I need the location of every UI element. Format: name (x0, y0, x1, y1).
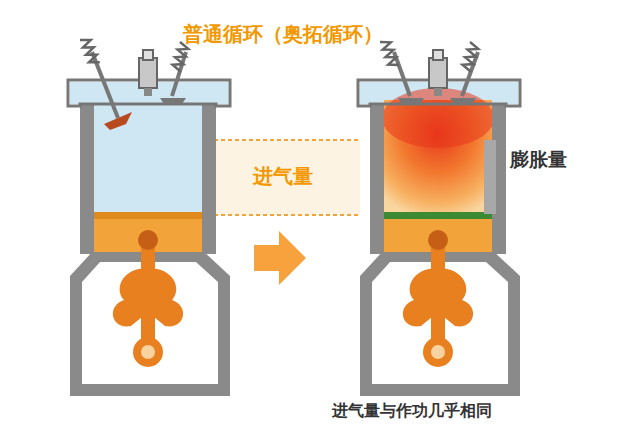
expansion-label: 膨胀量 (510, 148, 567, 171)
diagram-caption: 进气量与作功几乎相同 (332, 401, 492, 420)
diagram-title: 普通循环（奥拓循环） (183, 22, 383, 46)
intake-label: 进气量 (251, 164, 315, 188)
